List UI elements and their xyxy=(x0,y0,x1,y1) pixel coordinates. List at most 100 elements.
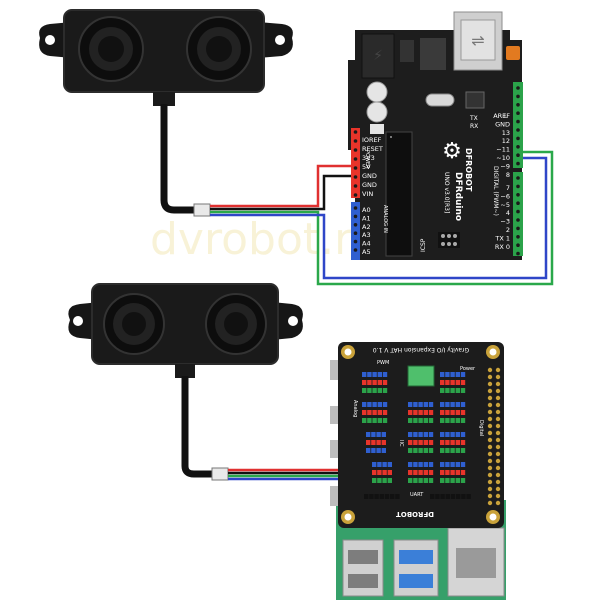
gpio-pin xyxy=(487,367,493,373)
gravity-pin xyxy=(440,388,445,393)
gravity-pin xyxy=(408,462,413,467)
ultrasonic-sensor-bottom xyxy=(68,283,303,481)
gravity-pin xyxy=(456,494,461,499)
gpio-pin xyxy=(495,423,501,429)
gpio-pin xyxy=(495,430,501,436)
digital-label-hat: Digital xyxy=(478,420,484,436)
gravity-pin xyxy=(460,388,466,393)
iic-label: IIC xyxy=(398,440,404,447)
gravity-pin xyxy=(408,478,413,483)
gravity-pin xyxy=(455,402,460,407)
gravity-pin xyxy=(428,462,434,467)
gravity-pin xyxy=(367,372,372,377)
header-pin xyxy=(353,206,358,210)
gravity-pin xyxy=(376,440,381,445)
gravity-pin xyxy=(460,462,466,467)
header-pin xyxy=(353,223,358,227)
header-pin xyxy=(353,130,358,134)
gravity-pin xyxy=(450,470,455,475)
gravity-pin xyxy=(408,470,413,475)
pin-label: A2 xyxy=(362,223,371,231)
analog-label: Analog xyxy=(352,400,358,417)
gravity-pin xyxy=(460,432,466,437)
gravity-pin xyxy=(413,440,418,445)
header-pin xyxy=(516,86,520,90)
gravity-io-hat: Gravity I/O Expansion HAT V 1.0 PWM Anal… xyxy=(330,342,504,528)
hat-brand: DFROBOT xyxy=(396,510,434,518)
gravity-pin xyxy=(418,462,423,467)
gpio-pin xyxy=(487,374,493,380)
gravity-pin xyxy=(460,402,466,407)
watermark: dvrobot.r xyxy=(150,214,353,265)
gravity-pin xyxy=(450,432,455,437)
header-pin xyxy=(516,243,520,247)
gravity-pin xyxy=(384,494,390,499)
gravity-pin xyxy=(366,448,371,453)
svg-text:⚡: ⚡ xyxy=(373,48,383,64)
gravity-pin xyxy=(460,448,466,453)
rx-label: RX xyxy=(470,123,478,130)
gravity-pin xyxy=(413,410,418,415)
gpio-pin xyxy=(495,409,501,415)
gravity-pin xyxy=(460,440,466,445)
gravity-pin xyxy=(450,418,455,423)
gpio-pin xyxy=(495,486,501,492)
hat-title: Gravity I/O Expansion HAT V 1.0 xyxy=(373,346,470,353)
pin-label: ~5 xyxy=(500,201,510,209)
gravity-pin xyxy=(408,410,413,415)
gpio-pin xyxy=(495,381,501,387)
gravity-pin xyxy=(362,388,367,393)
tx-label: TX xyxy=(469,115,478,122)
header-pin xyxy=(516,251,520,256)
gravity-pin xyxy=(367,380,372,385)
gravity-pin xyxy=(366,432,371,437)
header-pin xyxy=(353,214,358,219)
pin-label: RESET xyxy=(362,145,383,153)
gravity-pin xyxy=(381,440,386,445)
gravity-pin xyxy=(450,462,455,467)
gravity-pin xyxy=(372,478,377,483)
gravity-pin xyxy=(455,432,460,437)
gravity-pin xyxy=(418,402,423,407)
gpio-pin xyxy=(495,493,501,499)
gravity-pin xyxy=(460,478,466,483)
gravity-pin xyxy=(387,478,392,483)
pin-label: ~11 xyxy=(496,146,510,154)
header-pin xyxy=(516,235,520,239)
gravity-pin xyxy=(418,470,423,475)
gpio-pin xyxy=(495,458,501,464)
gravity-pin xyxy=(413,478,418,483)
gravity-pin xyxy=(395,494,400,499)
gravity-pin xyxy=(455,388,460,393)
gravity-pin xyxy=(366,440,371,445)
gravity-pin xyxy=(450,448,455,453)
model-sub-label: UNO v3.0[R3] xyxy=(443,172,450,213)
pin-label: RX 0 xyxy=(495,243,510,251)
gravity-pin xyxy=(445,432,450,437)
gravity-pin xyxy=(423,402,428,407)
gpio-pin xyxy=(487,437,493,443)
gpio-pin xyxy=(487,493,493,499)
header-pin xyxy=(353,248,358,252)
pin-label: A5 xyxy=(362,248,371,256)
gravity-pin xyxy=(423,462,428,467)
pin-label: 13 xyxy=(502,129,510,137)
header-pin xyxy=(516,201,520,205)
gpio-pin xyxy=(495,465,501,471)
gravity-pin xyxy=(435,494,440,499)
gravity-pin xyxy=(362,410,367,415)
pin-label: A1 xyxy=(362,214,371,222)
header-pin xyxy=(516,226,520,231)
gravity-pin xyxy=(445,402,450,407)
header-pin xyxy=(516,193,520,197)
header-pin xyxy=(353,184,358,188)
gravity-pin xyxy=(440,432,445,437)
gpio-pin xyxy=(495,367,501,373)
gravity-pin xyxy=(428,432,434,437)
gravity-pin xyxy=(445,372,450,377)
gravity-pin xyxy=(364,494,369,499)
pin-label: 7 xyxy=(506,184,510,192)
gravity-pin xyxy=(445,440,450,445)
gravity-pin xyxy=(382,418,388,423)
